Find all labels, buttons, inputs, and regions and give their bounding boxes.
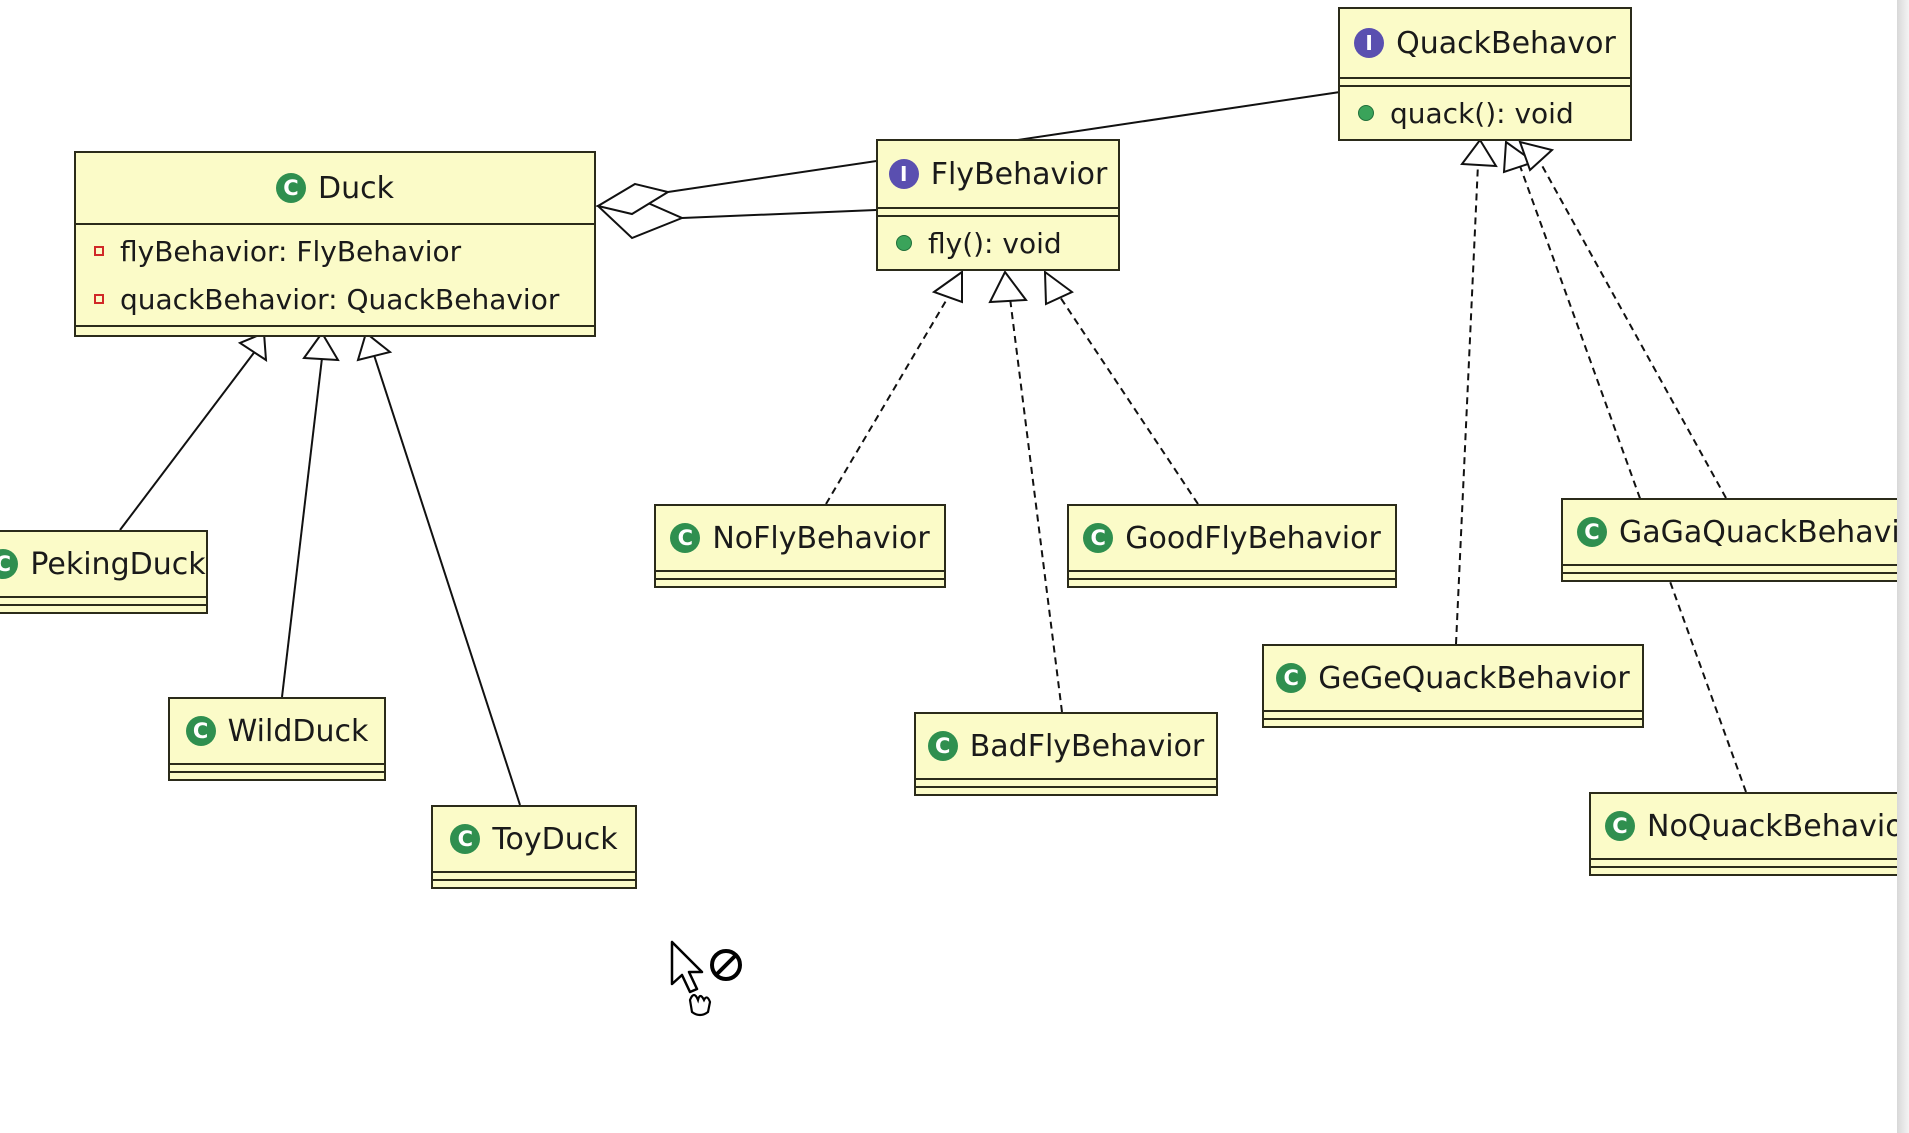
- interface-flybehavior[interactable]: I FlyBehavior fly(): void: [876, 139, 1120, 271]
- realization-noflybehavior-flybehavior[interactable]: [825, 270, 963, 505]
- realization-goodflybehavior-flybehavior[interactable]: [1043, 269, 1199, 505]
- class-header: C NoQuackBehavio: [1591, 794, 1909, 860]
- class-icon: C: [185, 716, 216, 746]
- methods-section: [1563, 574, 1909, 580]
- interface-icon: I: [888, 159, 919, 189]
- class-icon: C: [670, 523, 701, 553]
- method-row[interactable]: fly(): void: [878, 217, 1118, 269]
- fields-section: [1591, 860, 1909, 868]
- class-toyduck[interactable]: C ToyDuck: [431, 805, 637, 889]
- fields-section: [1264, 712, 1642, 720]
- generalization-pekingduck-duck[interactable]: [119, 331, 268, 531]
- methods-section: [170, 773, 384, 779]
- methods-section: quack(): void: [1340, 87, 1630, 139]
- class-header: C WildDuck: [170, 699, 384, 765]
- methods-section: fly(): void: [878, 217, 1118, 269]
- aggregation-duck-flybehavior[interactable]: [596, 194, 877, 240]
- method-row[interactable]: quack(): void: [1340, 87, 1630, 139]
- realization-badflybehavior-flybehavior[interactable]: [988, 270, 1063, 713]
- realization-gegequackbehavior-quackbehavior[interactable]: [1455, 138, 1498, 645]
- method-text: fly(): void: [928, 226, 1062, 260]
- public-method-icon: [896, 235, 912, 251]
- methods-section: [1591, 868, 1909, 874]
- methods-section: [656, 580, 944, 586]
- private-field-icon: [94, 294, 104, 304]
- fields-section: [916, 780, 1216, 788]
- class-icon: C: [1276, 663, 1307, 693]
- fields-section: [433, 873, 635, 881]
- class-header: C NoFlyBehavior: [656, 506, 944, 572]
- fields-section: [656, 572, 944, 580]
- class-name: QuackBehavor: [1396, 25, 1616, 61]
- class-name: GoodFlyBehavior: [1125, 520, 1381, 556]
- class-gegequackbehavior[interactable]: C GeGeQuackBehavior: [1262, 644, 1644, 728]
- interface-quackbehavior[interactable]: I QuackBehavor quack(): void: [1338, 7, 1632, 141]
- method-text: quack(): void: [1390, 96, 1574, 130]
- class-header: C GoodFlyBehavior: [1069, 506, 1395, 572]
- class-header: I QuackBehavor: [1340, 9, 1630, 79]
- class-name: WildDuck: [227, 713, 369, 749]
- class-icon: C: [1083, 523, 1114, 553]
- no-entry-icon: [710, 949, 742, 981]
- fields-section: flyBehavior: FlyBehavior quackBehavior: …: [76, 225, 594, 327]
- canvas-right-edge: [1897, 0, 1909, 1133]
- class-icon: C: [450, 824, 481, 854]
- class-header: C PekingDuck: [0, 532, 206, 598]
- public-method-icon: [1358, 105, 1374, 121]
- class-badflybehavior[interactable]: C BadFlyBehavior: [914, 712, 1218, 796]
- fields-section: [878, 209, 1118, 217]
- class-pekingduck[interactable]: C PekingDuck: [0, 530, 208, 614]
- class-header: C Duck: [76, 153, 594, 225]
- methods-section: [433, 881, 635, 887]
- class-header: C ToyDuck: [433, 807, 635, 873]
- methods-section: [1069, 580, 1395, 586]
- class-duck[interactable]: C Duck flyBehavior: FlyBehavior quackBeh…: [74, 151, 596, 337]
- interface-icon: I: [1354, 28, 1385, 58]
- class-name: FlyBehavior: [930, 156, 1108, 192]
- class-name: Duck: [318, 170, 394, 206]
- fields-section: [1069, 572, 1395, 580]
- mouse-cursor: [668, 940, 758, 1020]
- class-name: BadFlyBehavior: [969, 728, 1205, 764]
- class-noflybehavior[interactable]: C NoFlyBehavior: [654, 504, 946, 588]
- fields-section: [170, 765, 384, 773]
- methods-section: [0, 606, 206, 612]
- field-text: flyBehavior: FlyBehavior: [120, 234, 462, 268]
- class-icon: C: [927, 731, 958, 761]
- field-text: quackBehavior: QuackBehavior: [120, 282, 560, 316]
- fields-section: [1340, 79, 1630, 87]
- class-icon: C: [0, 549, 19, 579]
- class-name: GaGaQuackBehavi: [1619, 514, 1900, 550]
- generalization-wildduck-duck[interactable]: [281, 331, 340, 698]
- realization-gagaquackbehavi-quackbehavior[interactable]: [1518, 140, 1727, 499]
- methods-section: [1264, 720, 1642, 726]
- class-header: I FlyBehavior: [878, 141, 1118, 209]
- class-header: C BadFlyBehavior: [916, 714, 1216, 780]
- class-icon: C: [276, 173, 306, 203]
- class-goodflybehavior[interactable]: C GoodFlyBehavior: [1067, 504, 1397, 588]
- methods-section: [76, 327, 594, 335]
- class-name: GeGeQuackBehavior: [1318, 660, 1630, 696]
- arrow-pointer-icon: [670, 940, 712, 1017]
- class-name: PekingDuck: [30, 546, 206, 582]
- class-name: NoQuackBehavio: [1647, 808, 1904, 844]
- field-row[interactable]: flyBehavior: FlyBehavior: [76, 227, 594, 275]
- class-header: C GaGaQuackBehavi: [1563, 500, 1909, 566]
- class-icon: C: [1605, 811, 1635, 841]
- class-gagaquackbehavior[interactable]: C GaGaQuackBehavi: [1561, 498, 1909, 582]
- fields-section: [1563, 566, 1909, 574]
- private-field-icon: [94, 246, 104, 256]
- class-name: NoFlyBehavior: [712, 520, 930, 556]
- class-icon: C: [1577, 517, 1607, 547]
- field-row[interactable]: quackBehavior: QuackBehavior: [76, 275, 594, 323]
- class-wildduck[interactable]: C WildDuck: [168, 697, 386, 781]
- methods-section: [916, 788, 1216, 794]
- class-noquackbehavior[interactable]: C NoQuackBehavio: [1589, 792, 1909, 876]
- class-name: ToyDuck: [492, 821, 618, 857]
- class-header: C GeGeQuackBehavior: [1264, 646, 1642, 712]
- fields-section: [0, 598, 206, 606]
